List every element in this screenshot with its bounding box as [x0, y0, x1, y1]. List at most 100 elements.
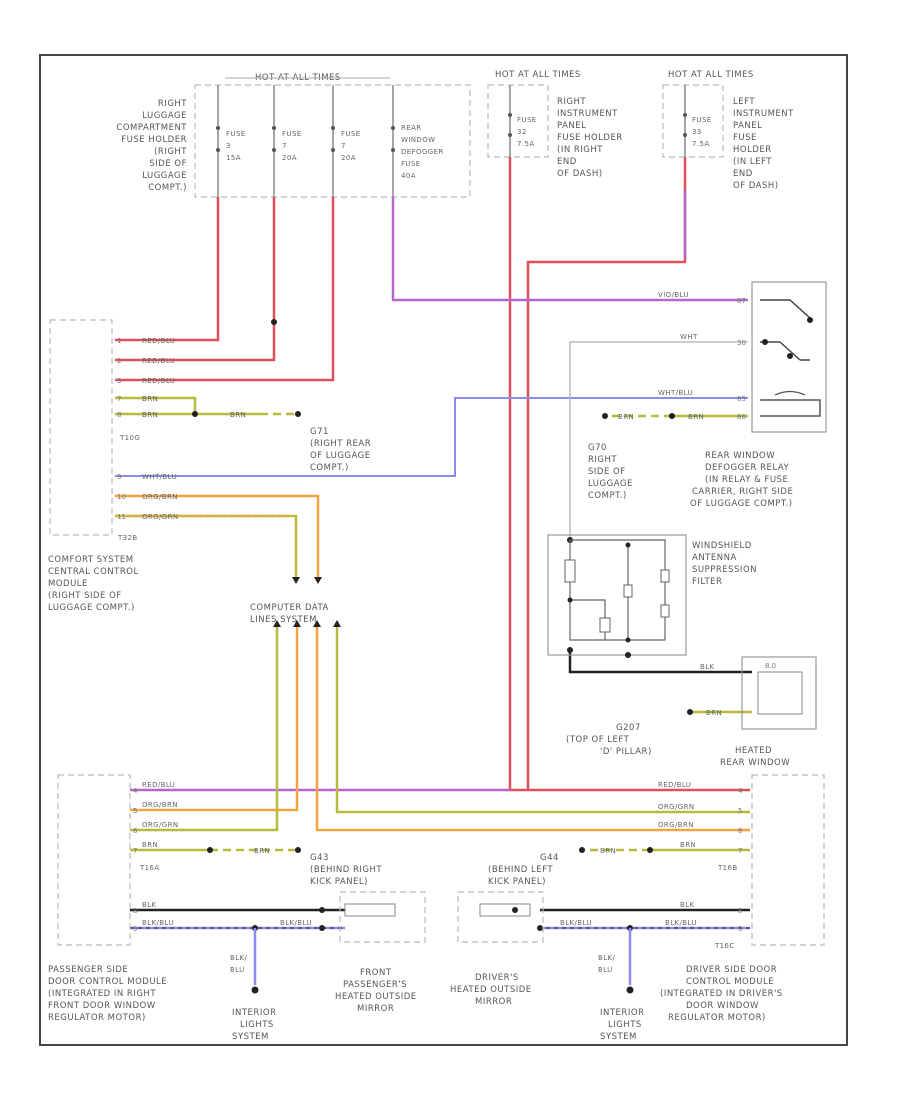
wire-label-filter-blk: BLK: [700, 663, 715, 671]
fuse-holder-right-label-3: FUSE HOLDER: [121, 135, 187, 145]
svg-text:8.0: 8.0: [765, 662, 776, 670]
wire-label-door-org-4: ORG/BRN: [658, 821, 694, 829]
svg-text:6: 6: [133, 827, 138, 835]
fuse-7b-num: 7: [341, 142, 346, 150]
svg-text:85: 85: [737, 395, 746, 403]
right-panel-label-3: FUSE HOLDER: [557, 133, 623, 143]
fuse-3-name: FUSE: [226, 130, 246, 138]
fuse-holder-right-label-2: COMPARTMENT: [116, 123, 187, 133]
right-panel-label-0: RIGHT: [557, 97, 586, 107]
ground-kick-right-label-2: KICK PANEL): [310, 877, 368, 887]
blk-blu-left-1: BLU: [230, 966, 245, 974]
wire-label-red-3: RED/BLU: [142, 377, 175, 385]
wire-label-door-brn-3: BRN: [600, 847, 616, 855]
left-panel-label-2: PANEL: [733, 121, 762, 131]
svg-text:8: 8: [133, 907, 137, 915]
fuse-holder-right-label-7: COMPT.): [148, 183, 187, 193]
right-panel-label-2: PANEL: [557, 121, 586, 131]
svg-text:86: 86: [737, 413, 746, 421]
fuse-holder-right-label-5: SIDE OF: [149, 159, 187, 169]
comfort-module: 1 2 3 7 8 9 10 11 T10G T32B COMFORT SYST…: [48, 319, 140, 613]
comfort-label-3: (RIGHT SIDE OF: [48, 591, 122, 601]
fuse-7b-amps: 20A: [341, 154, 356, 162]
svg-text:7: 7: [133, 847, 137, 855]
left-panel-label-4: HOLDER: [733, 145, 772, 155]
svg-text:2: 2: [117, 357, 121, 365]
wire-label-relay-brn-1: BRN: [618, 413, 634, 421]
wire-label-org-brn: ORG/BRN: [142, 493, 178, 501]
fuse-32-amps: 7.5A: [517, 140, 535, 148]
door-ground-wires: BRN BRN BRN BRN: [130, 841, 750, 855]
fuse-holder-right-luggage: HOT AT ALL TIMES RIGHT LUGGAGE COMPARTME…: [116, 73, 471, 198]
ground-kick-left-label-2: KICK PANEL): [488, 877, 546, 887]
driver-door-label-4: REGULATOR MOTOR): [668, 1013, 766, 1023]
fuse-7a-amps: 20A: [282, 154, 297, 162]
svg-text:3: 3: [117, 377, 121, 385]
relay-label-3: CARRIER, RIGHT SIDE: [692, 487, 793, 497]
comfort-label-0: COMFORT SYSTEM: [48, 555, 134, 565]
right-fuse-box: [662, 84, 724, 158]
defogger-fuse-label-4: 40A: [401, 172, 416, 180]
relay-label-1: DEFOGGER RELAY: [705, 463, 790, 473]
hot-at-right-label: HOT AT ALL TIMES: [668, 70, 754, 80]
pass-door-label-4: REGULATOR MOTOR): [48, 1013, 146, 1023]
fuse-3-num: 3: [226, 142, 231, 150]
wire-label-window-brn: BRN: [706, 709, 722, 717]
defogger-fuse-label-1: WINDOW: [401, 136, 435, 144]
filter-label-1: ANTENNA: [692, 553, 737, 563]
wire-label-wht: WHT: [680, 333, 698, 341]
svg-text:8: 8: [738, 907, 742, 915]
brown-ground-wires: BRN BRN BRN: [115, 395, 301, 419]
drivers-label-2: MIRROR: [475, 997, 512, 1007]
pass-door-label-1: DOOR CONTROL MODULE: [48, 977, 167, 987]
wire-label-door-org-3: ORG/GRN: [658, 803, 694, 811]
wire-label-blk-1: BLK: [142, 901, 157, 909]
svg-text:5: 5: [738, 807, 742, 815]
wire-label-blk-blu-3: BLK/BLU: [560, 919, 592, 927]
wire-label-blk-blu-4: BLK/BLU: [665, 919, 697, 927]
left-panel-label-0: LEFT: [733, 97, 755, 107]
wire-label-brn-1: BRN: [142, 395, 158, 403]
red-wire-labels: RED/BLU RED/BLU RED/BLU: [142, 337, 175, 385]
ground-g43: G43 (BEHIND RIGHT KICK PANEL): [310, 853, 382, 887]
wire-label-red-2: RED/BLU: [142, 357, 175, 365]
filter-label-3: FILTER: [692, 577, 722, 587]
ground-right-label-0: G70: [588, 443, 607, 453]
blk-blu-right-0: BLK/: [598, 954, 615, 962]
wire-label-relay-brn-2: BRN: [688, 413, 704, 421]
connector-t16a: T16A: [139, 864, 160, 872]
ground-g70: G70 RIGHT SIDE OF LUGGAGE COMPT.): [588, 443, 632, 501]
ground-pillar-label-1: (TOP OF LEFT: [566, 735, 630, 745]
interior-left-label-2: SYSTEM: [232, 1032, 269, 1042]
svg-text:9: 9: [117, 473, 121, 481]
heated-window-label-0: HEATED: [735, 746, 772, 756]
svg-text:4: 4: [133, 787, 138, 795]
svg-text:9: 9: [133, 925, 137, 933]
passenger-door-module: T16A PASSENGER SIDE DOOR CONTROL MODULE …: [48, 774, 167, 1023]
svg-text:7: 7: [738, 847, 742, 855]
ground-pillar-label-0: G207: [616, 723, 641, 733]
wire-label-blk-blu-1: BLK/BLU: [142, 919, 174, 927]
driver-door-label-3: DOOR WINDOW: [686, 1001, 759, 1011]
driver-door-box: [751, 774, 825, 946]
ground-rear-label-2: OF LUGGAGE: [310, 451, 371, 461]
ground-rear-label-3: COMPT.): [310, 463, 349, 473]
svg-text:5: 5: [133, 807, 137, 815]
filter-box: [547, 534, 687, 656]
defogger-fuse-label-2: DEFOGGER: [401, 148, 444, 156]
fuse-3-amps: 15A: [226, 154, 241, 162]
connector-t16b: T16B: [717, 864, 738, 872]
left-instrument-panel-fuse-holder: HOT AT ALL TIMES FUSE 33 7.5A LEFT INSTR…: [662, 70, 794, 191]
computer-data-label-0: COMPUTER DATA: [250, 603, 329, 613]
pass-door-label-2: (INTEGRATED IN RIGHT: [48, 989, 156, 999]
fuse-7b-name: FUSE: [341, 130, 361, 138]
driver-mirror-box: [457, 891, 544, 943]
svg-text:8: 8: [117, 411, 121, 419]
left-panel-label-7: OF DASH): [733, 181, 779, 191]
svg-text:10: 10: [117, 493, 126, 501]
drivers-label-1: HEATED OUTSIDE: [450, 985, 532, 995]
ground-rear-label-0: G71: [310, 427, 329, 437]
front-pass-label-3: MIRROR: [357, 1004, 394, 1014]
ground-kick-left-label-1: (BEHIND LEFT: [488, 865, 553, 875]
